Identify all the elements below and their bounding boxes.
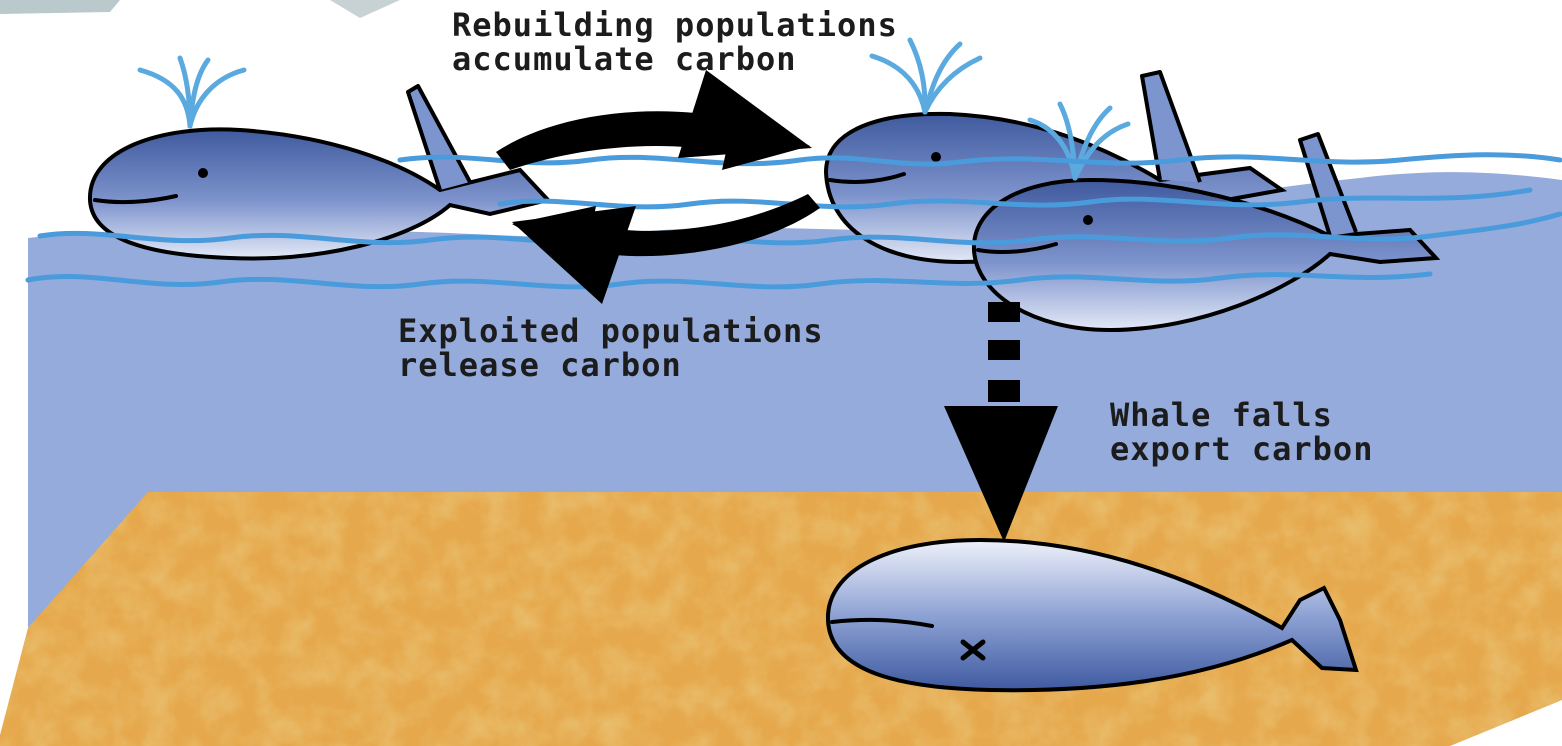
label-rebuilding-line1: Rebuilding populations	[452, 6, 898, 44]
spout-icon	[1027, 101, 1131, 181]
corner-fragment-2	[330, 0, 400, 18]
label-whale-falls: Whale falls export carbon	[1110, 398, 1373, 466]
label-rebuilding: Rebuilding populations accumulate carbon	[452, 8, 898, 76]
label-whale-falls-line1: Whale falls	[1110, 396, 1333, 434]
seafloor-texture	[0, 492, 1562, 746]
label-rebuilding-line2: accumulate carbon	[452, 40, 797, 78]
corner-fragment	[0, 0, 120, 14]
label-exploited: Exploited populations release carbon	[398, 314, 824, 382]
release-arrow-icon	[512, 194, 820, 304]
accumulate-arrow-icon	[496, 70, 812, 170]
label-whale-falls-line2: export carbon	[1110, 430, 1374, 468]
dead-eye-icon	[960, 639, 986, 661]
label-exploited-line2: release carbon	[398, 346, 682, 384]
spout-icon	[137, 55, 247, 129]
whale-fall	[825, 537, 1359, 693]
whale-left	[87, 55, 552, 261]
label-exploited-line1: Exploited populations	[398, 312, 824, 350]
spout-icon	[869, 37, 983, 115]
surface-waves	[25, 152, 1562, 290]
sinking-arrow-icon	[944, 302, 1058, 542]
